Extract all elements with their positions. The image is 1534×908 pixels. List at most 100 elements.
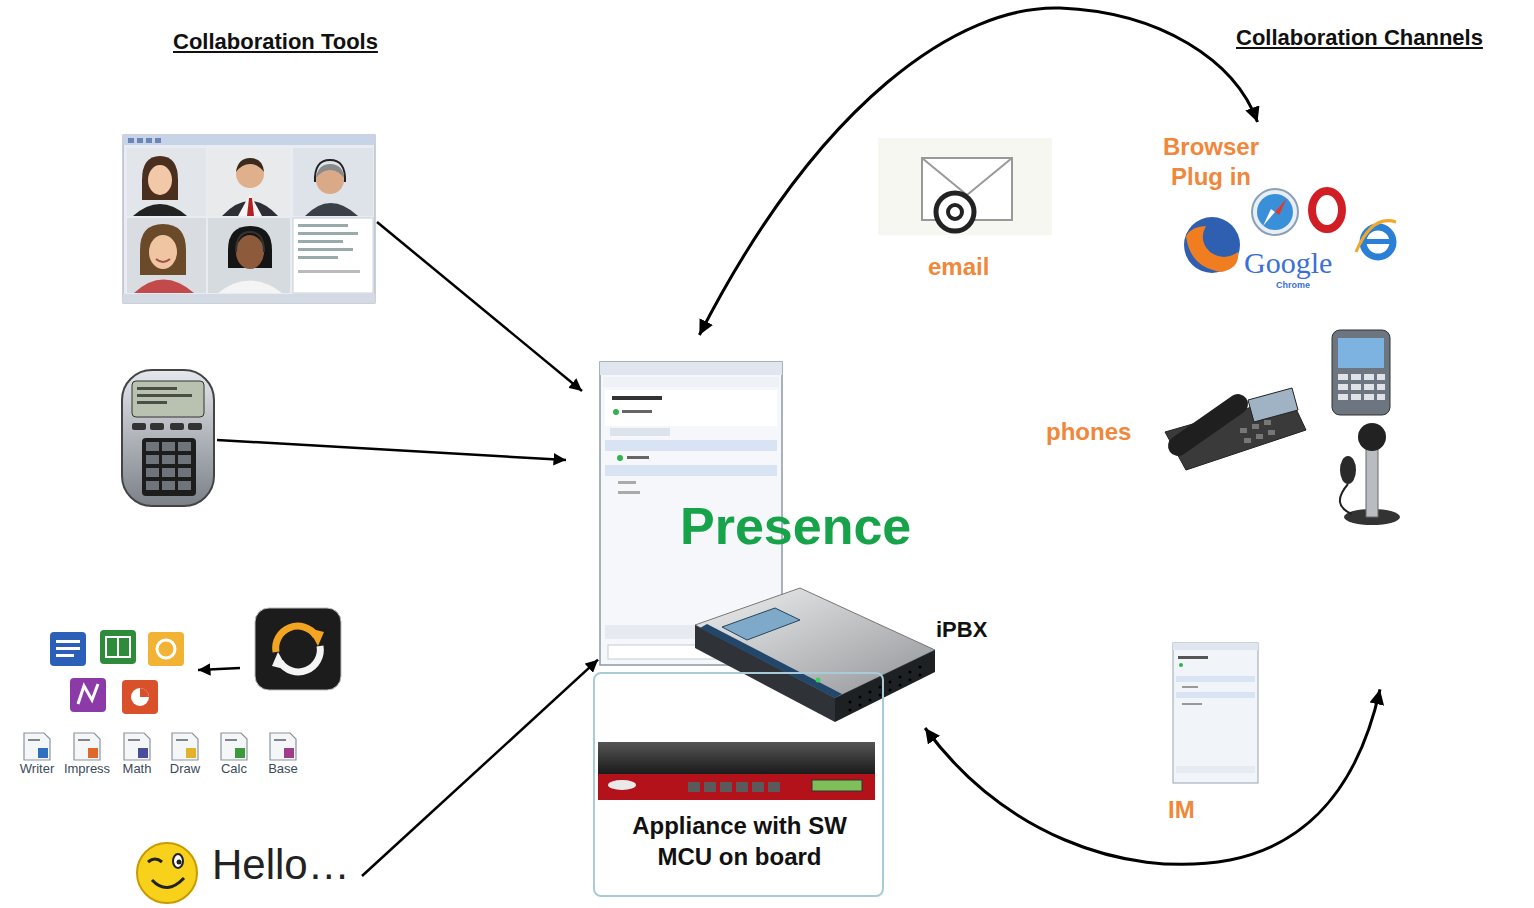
email-icon [948, 205, 962, 219]
video-conference-window [298, 232, 358, 235]
ipbx-device-illustration [919, 666, 922, 669]
video-conference-window [137, 138, 143, 143]
video-conference-window [236, 232, 264, 252]
video-conference-window [123, 135, 375, 303]
node-label: Browser Plug in [1155, 132, 1267, 192]
video-conference-window [123, 135, 375, 145]
smiley-icon [173, 854, 183, 868]
ipbx-device-illustration [849, 666, 922, 712]
smiley-icon [137, 843, 197, 903]
phones-illustration [1252, 424, 1259, 429]
office-icons [157, 640, 175, 658]
sync-icon [308, 628, 324, 646]
office-icons [106, 637, 130, 657]
presence-client-window [613, 409, 619, 415]
email-icon [878, 138, 1052, 235]
phones-illustration [1377, 374, 1385, 380]
presence-client-window [618, 481, 636, 484]
softphone-illustration [162, 442, 175, 451]
mcu-appliance-illustration [736, 782, 748, 792]
phones-illustration [1340, 456, 1356, 484]
ipbx-device-illustration [849, 709, 852, 712]
softphone-illustration [132, 381, 204, 417]
video-conference-window [305, 203, 358, 216]
softphone-illustration [178, 442, 191, 451]
browser-logo-text: Google [1244, 245, 1332, 281]
sync-icon [255, 608, 341, 690]
flow-arrow [699, 8, 1257, 335]
office-icons [24, 733, 296, 760]
softphone-illustration [137, 401, 167, 404]
presence-client-window [600, 362, 782, 375]
phones-illustration [1264, 420, 1271, 425]
softphone-illustration [178, 468, 191, 477]
phones-illustration [1338, 338, 1384, 368]
hello-node: Hello… [130, 834, 362, 904]
phones-illustration [1358, 423, 1386, 451]
office-icons [78, 739, 90, 741]
softphone-illustration [132, 423, 146, 430]
phones-illustration [1240, 420, 1275, 443]
softphone-illustration [122, 370, 214, 506]
video-conference-window [123, 135, 375, 303]
label-holder: Google [1244, 245, 1332, 281]
tool-arrow [377, 222, 582, 391]
video-conference-window [142, 156, 178, 200]
video-conference-window [247, 198, 254, 216]
browser-channel: Browser Plug in [1150, 122, 1400, 294]
video-conference-window [155, 138, 161, 143]
softphone-illustration [162, 468, 175, 477]
video-conference-window [208, 218, 290, 293]
app-name: Math [107, 761, 167, 777]
phones-illustration [1338, 374, 1385, 400]
office-icons [50, 632, 86, 666]
video-conference-window [123, 294, 375, 303]
phones-illustration [1244, 438, 1251, 443]
label-holder: Draw [155, 761, 215, 777]
office-icons [74, 733, 100, 760]
softphone-illustration [162, 481, 175, 490]
mcu-appliance-illustration [812, 780, 862, 791]
softphone-illustration [170, 423, 184, 430]
phones-illustration [1340, 484, 1352, 514]
ipbx-device-illustration [849, 701, 852, 704]
phones-illustration [1240, 428, 1247, 433]
im-window [1173, 643, 1258, 650]
browser-icons [1252, 189, 1298, 235]
video-conference-window [298, 224, 348, 227]
office-icons [24, 630, 296, 760]
video-conference-window [133, 204, 187, 216]
ipbx-device-illustration [899, 684, 902, 687]
presence-client-window [610, 428, 670, 436]
office-icons [128, 739, 140, 741]
app-name: Draw [155, 761, 215, 777]
video-conference-window [148, 165, 172, 195]
office-icons [56, 647, 80, 650]
app-name: Base [253, 761, 313, 777]
phones-illustration [1364, 384, 1374, 390]
ipbx-device-illustration [859, 696, 862, 699]
softphone-illustration [146, 442, 159, 451]
app-name: Impress [57, 761, 117, 777]
tool-arrow [198, 222, 582, 670]
browser-icons [1184, 217, 1240, 273]
flow-arrow [925, 689, 1380, 864]
office-icons [235, 748, 245, 758]
appliance-box: Appliance with SW MCU on board [593, 672, 884, 897]
ipbx-device-illustration [889, 689, 892, 692]
office-icons [88, 748, 98, 758]
app-name: Writer [7, 761, 67, 777]
softphone-illustration [122, 370, 214, 506]
office-icons [117, 637, 119, 657]
video-conference-window [236, 158, 264, 172]
ipbx-device-illustration [869, 691, 872, 694]
softphone-illustration [137, 387, 177, 390]
office-icons [28, 739, 40, 741]
node-label: Presence [680, 495, 911, 557]
phones-illustration [1178, 404, 1238, 446]
office-icons [172, 733, 198, 760]
email-icon [922, 158, 1012, 195]
office-icons [122, 680, 158, 714]
